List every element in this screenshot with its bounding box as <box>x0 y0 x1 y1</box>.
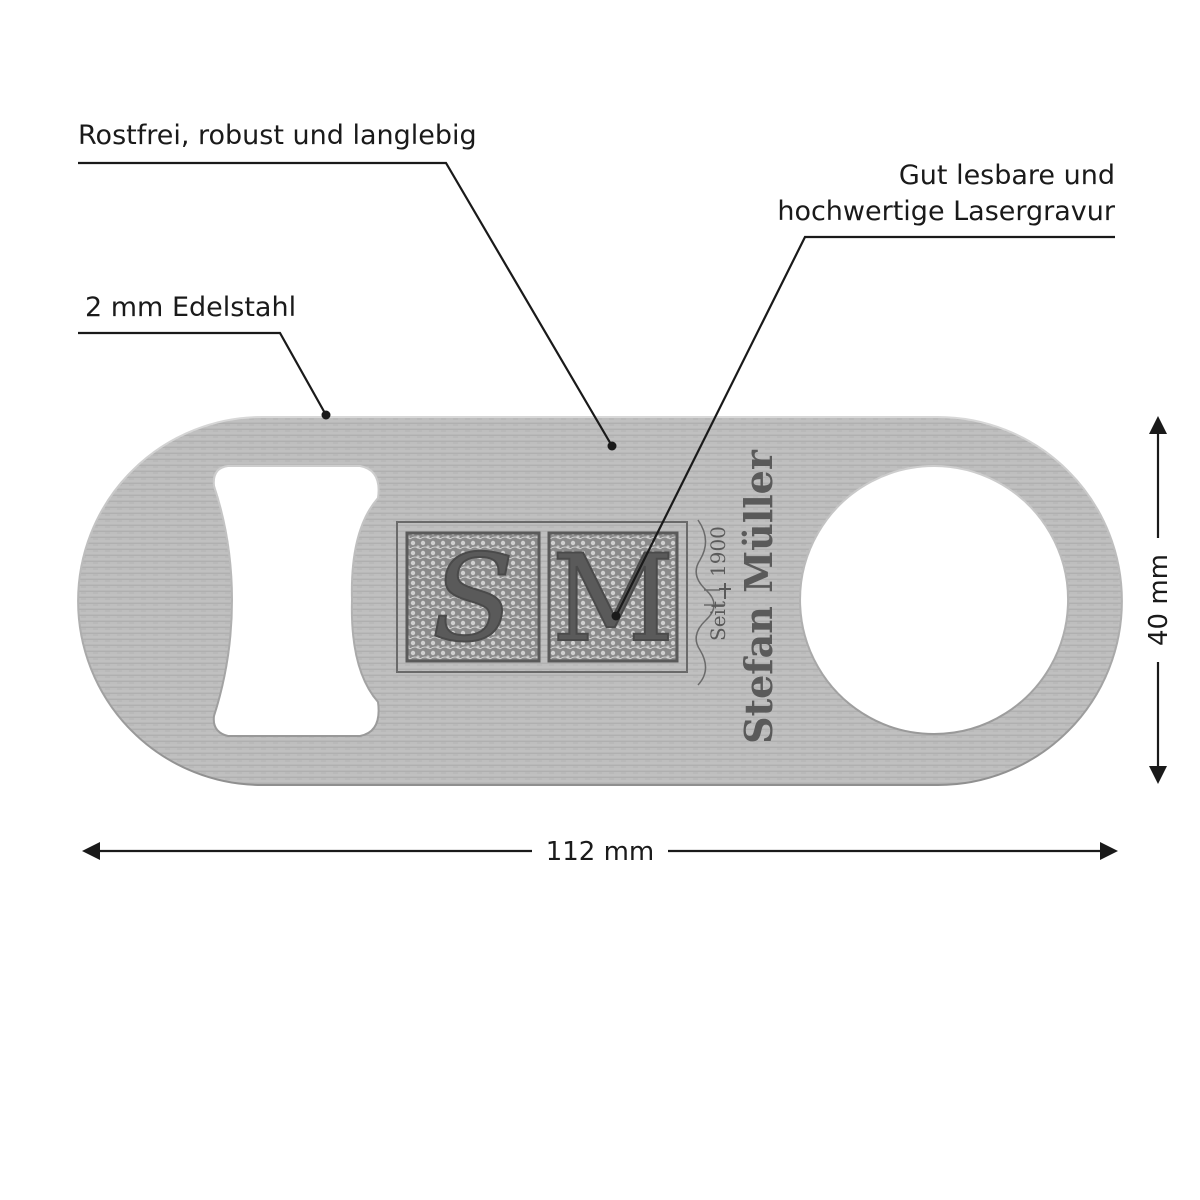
engraved-name: Stefan Müller <box>736 449 781 744</box>
arrow-right-icon <box>1100 842 1118 860</box>
leader-dot-material <box>321 410 331 420</box>
leader-dot-durability <box>607 441 617 451</box>
monogram-box-left <box>405 531 541 663</box>
cross-ornament-icon <box>719 583 731 599</box>
engraved-year: 1900 <box>706 526 730 577</box>
leader-material <box>78 331 327 416</box>
arrow-left-icon <box>82 842 100 860</box>
leader-dot-engraving <box>611 611 621 621</box>
height-label: 40 mm <box>1144 554 1174 646</box>
monogram-letter-s: S <box>432 530 514 669</box>
callout-engraving-line1: Gut lesbare und <box>899 160 1115 191</box>
width-label: 112 mm <box>546 837 655 867</box>
height-dimension: 40 mm <box>1144 416 1174 784</box>
leader-engraving <box>615 235 1115 617</box>
engraved-since: Seit <box>706 601 730 641</box>
callout-material: 2 mm Edelstahl <box>85 292 296 323</box>
arrow-up-icon <box>1149 416 1167 434</box>
arrow-down-icon <box>1149 766 1167 784</box>
laser-engraving: S M Seit 1900 Stefan Müller <box>396 449 781 744</box>
monogram-letter-m: M <box>552 530 675 669</box>
leader-durability <box>78 161 613 447</box>
callout-engraving-line2: hochwertige Lasergravur <box>777 196 1116 227</box>
monogram-frame <box>396 521 688 673</box>
width-dimension: 112 mm <box>82 837 1118 867</box>
ornament-flourish <box>695 519 724 686</box>
callout-leaders <box>78 161 1115 617</box>
callout-durability: Rostfrei, robust und langlebig <box>78 120 477 151</box>
engraved-since-year: Seit 1900 <box>706 526 730 641</box>
monogram-box-right <box>547 531 679 663</box>
